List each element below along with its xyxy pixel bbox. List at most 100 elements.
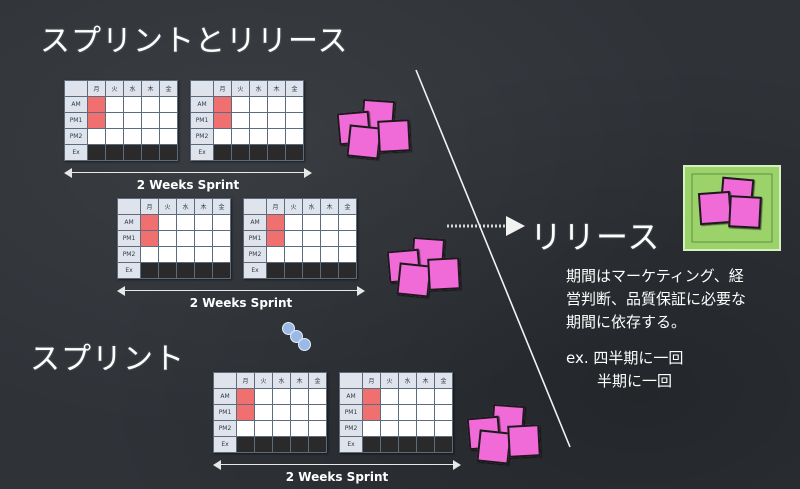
calendar-cell-extra (380, 436, 399, 453)
calendar-cell (380, 420, 399, 437)
calendar-slot-label: PM2 (117, 246, 141, 263)
release-note-line-4: ex. 四半期に一回 (566, 349, 684, 367)
calendar-cell-extra (398, 436, 417, 453)
sprint-span-arrow: 2 Weeks Sprint (213, 460, 461, 484)
calendar-cell (308, 420, 327, 437)
calendar-day-header: 月 (362, 372, 381, 389)
calendar-cell (267, 112, 286, 129)
product-increment-square (377, 119, 411, 153)
calendar-cell (380, 404, 399, 421)
product-increment-square (427, 257, 461, 291)
calendar-day-header: 水 (272, 372, 291, 389)
calendar-cell-extra (87, 144, 106, 161)
calendar-cell (285, 96, 304, 113)
calendar-cell (231, 128, 250, 145)
product-increment-square (697, 190, 733, 226)
calendar-cell (158, 214, 177, 231)
calendar-cell-planned (236, 404, 255, 421)
calendar-cell-planned (362, 404, 381, 421)
calendar-cell (272, 404, 291, 421)
release-note-line-3: 期間に依存する。 (566, 313, 687, 331)
calendar-slot-label: PM2 (213, 420, 237, 437)
calendar-cell (176, 214, 195, 231)
product-increment-stack (386, 236, 461, 298)
calendar-slot-label: AM (190, 96, 214, 113)
calendar-cell (213, 128, 232, 145)
calendar-cell (380, 388, 399, 405)
calendar-cell (236, 420, 255, 437)
calendar-cell (231, 96, 250, 113)
release-note-line-2: 営判断、品質保証に必要な (566, 290, 747, 308)
calendar-cell-extra (416, 436, 435, 453)
calendar-cell (212, 246, 231, 263)
calendar-slot-label: AM (243, 214, 267, 231)
calendar-cell (320, 246, 339, 263)
calendar-cell (194, 214, 213, 231)
arrow-shaft (221, 464, 453, 465)
calendar-slot-label: AM (213, 388, 237, 405)
calendar-cell (158, 230, 177, 247)
calendar-cell-extra (159, 144, 178, 161)
release-note-line-1: 期間はマーケティング、経 (566, 267, 744, 285)
calendar-cell (254, 404, 273, 421)
product-increment-square (396, 262, 432, 298)
calendar-cell-extra (105, 144, 124, 161)
calendar-cell-extra (434, 436, 453, 453)
calendar-day-header: 金 (159, 80, 178, 97)
calendar-cell (254, 388, 273, 405)
calendar-cell (272, 388, 291, 405)
calendar-cell-extra (123, 144, 142, 161)
calendar-cell-extra (284, 262, 303, 279)
calendar-cell (176, 230, 195, 247)
calendar-cell-extra (176, 262, 195, 279)
calendar-cell (290, 388, 309, 405)
calendar-cell-extra (236, 436, 255, 453)
calendar-cell-extra (231, 144, 250, 161)
calendar-cell (398, 388, 417, 405)
calendar-slot-label: Ex (64, 144, 88, 161)
calendar-cell (308, 388, 327, 405)
calendar-cell-planned (140, 214, 159, 231)
calendar-slot-label: PM2 (243, 246, 267, 263)
calendar-cell-extra (290, 436, 309, 453)
calendar-cell (267, 128, 286, 145)
calendar-corner-cell (190, 80, 214, 97)
calendar-day-header: 水 (398, 372, 417, 389)
calendar-cell-extra (302, 262, 321, 279)
calendar-day-header: 木 (194, 198, 213, 215)
calendar-cell (302, 230, 321, 247)
calendar-cell-extra (158, 262, 177, 279)
arrowhead-left-icon (64, 168, 72, 178)
calendar-cell-extra (272, 436, 291, 453)
calendar-cell-planned (87, 96, 106, 113)
calendar-slot-label: PM1 (243, 230, 267, 247)
calendar-cell-extra (141, 144, 160, 161)
calendar-cell-planned (266, 230, 285, 247)
calendar-day-header: 木 (416, 372, 435, 389)
calendar-cell (212, 230, 231, 247)
calendar-slot-label: Ex (243, 262, 267, 279)
calendar-cell-planned (140, 230, 159, 247)
calendar-cell (434, 388, 453, 405)
calendar-cell-planned (213, 112, 232, 129)
calendar-cell (105, 96, 124, 113)
calendar-day-header: 木 (320, 198, 339, 215)
product-increment-square (728, 195, 762, 229)
calendar-cell (267, 96, 286, 113)
calendar-cell (249, 96, 268, 113)
calendar-slot-label: PM2 (64, 128, 88, 145)
calendar-slot-label: Ex (190, 144, 214, 161)
calendar-cell-planned (87, 112, 106, 129)
calendar-cell (416, 420, 435, 437)
calendar-day-header: 金 (308, 372, 327, 389)
calendar-cell (159, 112, 178, 129)
calendar-cell (141, 112, 160, 129)
calendar-day-header: 火 (231, 80, 250, 97)
calendar-day-header: 火 (254, 372, 273, 389)
calendar-cell (272, 420, 291, 437)
release-arrow (447, 216, 525, 236)
calendar-cell-extra (320, 262, 339, 279)
calendar-day-header: 火 (158, 198, 177, 215)
